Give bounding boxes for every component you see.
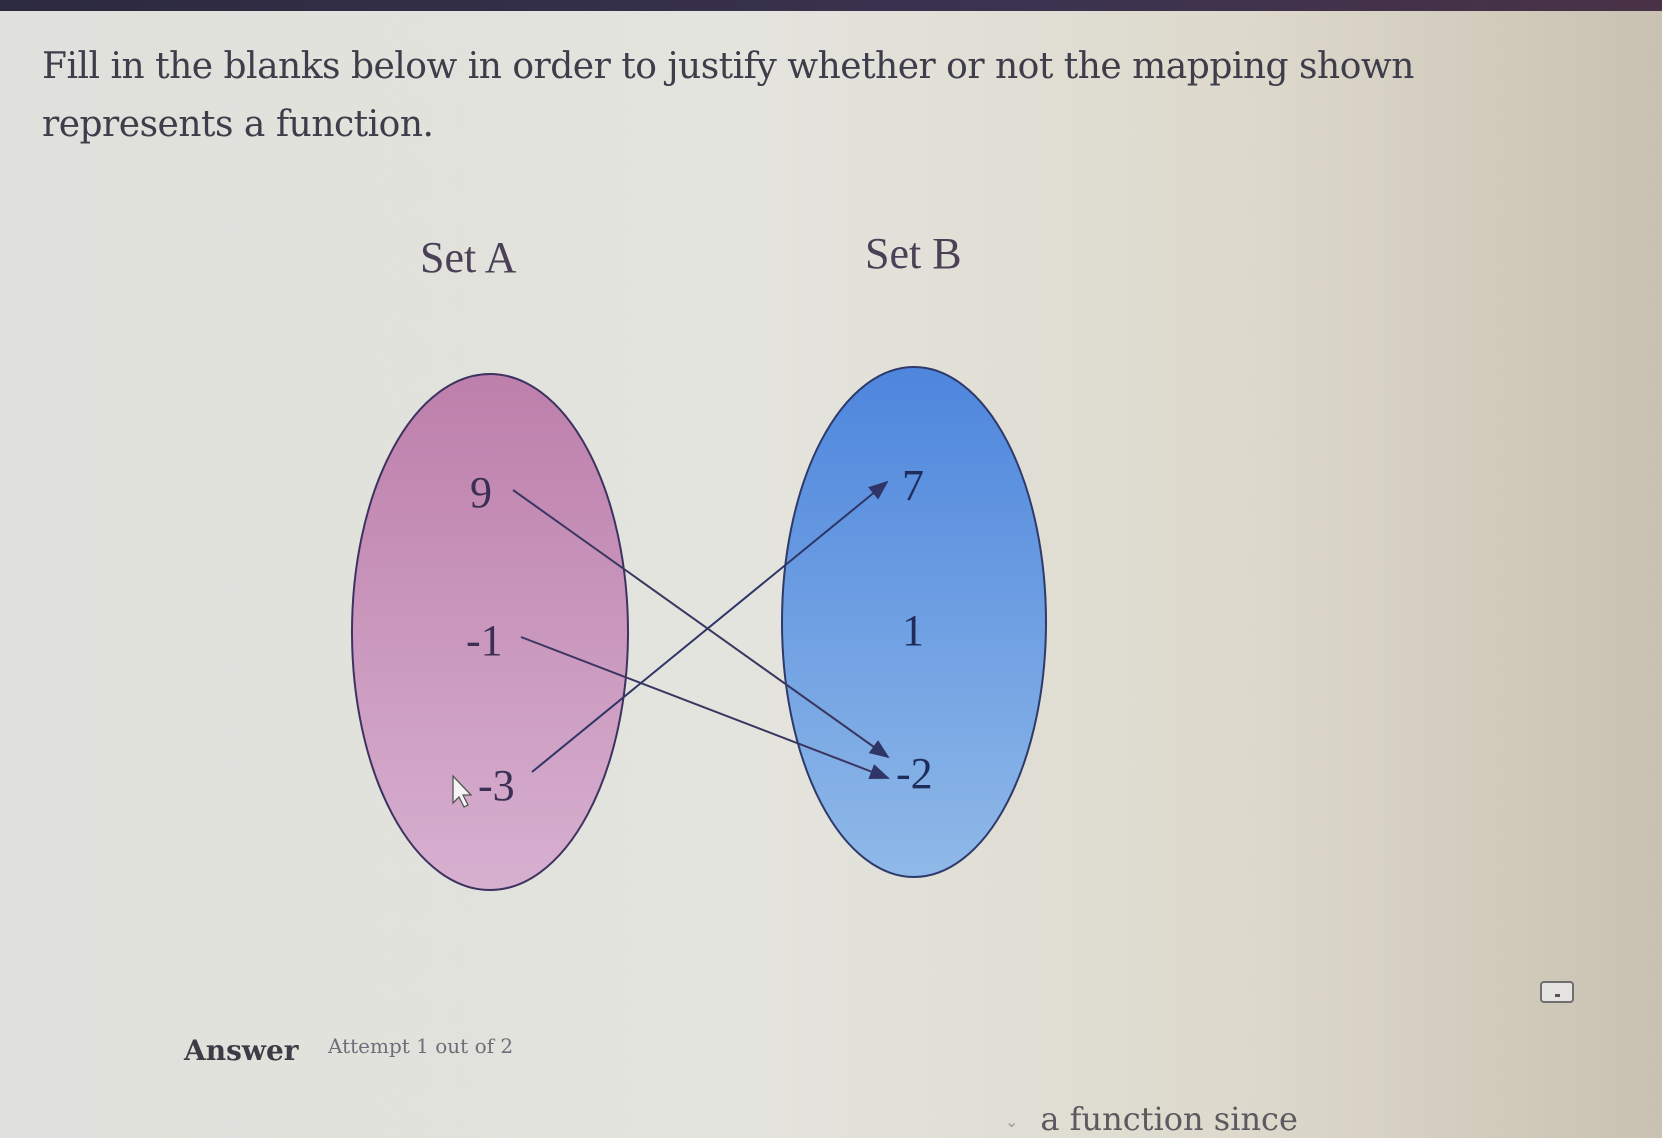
mouse-cursor-icon xyxy=(452,774,473,808)
sentence-fragment: a function since xyxy=(1040,1100,1298,1138)
set-b-oval xyxy=(781,366,1047,878)
browser-top-bar xyxy=(0,0,1662,11)
arrow-neg3-to-7 xyxy=(531,480,889,773)
set-b-element: -2 xyxy=(896,749,933,798)
set-b-element: 7 xyxy=(902,461,924,510)
set-b-label: Set B xyxy=(865,229,962,278)
set-a-element: -3 xyxy=(478,761,515,810)
set-a-oval xyxy=(351,373,629,891)
set-a-element: -1 xyxy=(466,616,503,665)
answer-label: Answer xyxy=(184,1034,299,1067)
attempt-counter: Attempt 1 out of 2 xyxy=(328,1034,514,1058)
keyboard-icon[interactable] xyxy=(1540,981,1574,1003)
chevron-down-icon[interactable]: ⌄ xyxy=(1005,1112,1019,1131)
set-a-element: 9 xyxy=(470,468,492,517)
arrow-9-to-neg2 xyxy=(512,489,890,759)
set-b-element: 1 xyxy=(902,606,924,655)
arrow-neg1-to-neg2 xyxy=(520,636,890,780)
answer-sentence: ⌄ a function since xyxy=(1005,1100,1298,1138)
question-prompt: Fill in the blanks below in order to jus… xyxy=(42,46,1414,145)
set-a-label: Set A xyxy=(420,233,517,282)
